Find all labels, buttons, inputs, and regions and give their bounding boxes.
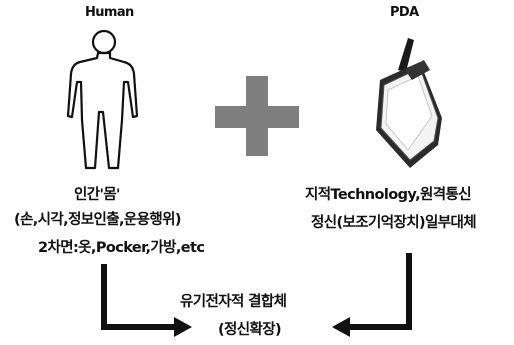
pda-title: PDA — [390, 5, 419, 20]
human-line-3: 2차면:옷,Pocker,가방,etc — [38, 236, 204, 257]
human-line-2: (손,시각,정보인출,운용행위) — [14, 208, 181, 229]
human-line-1: 인간'몸' — [74, 183, 120, 204]
human-title: Human — [85, 5, 134, 20]
left-arrow-icon — [104, 264, 192, 337]
pda-line-2: 정신(보조기억장치)일부대체 — [311, 211, 476, 232]
plus-sign — [215, 76, 299, 156]
pda-device-icon — [376, 38, 442, 168]
right-arrow-icon — [332, 253, 409, 337]
result-line-1: 유기전자적 결합체 — [180, 290, 286, 311]
result-line-2: (정신확장) — [218, 318, 281, 339]
human-figure-icon — [68, 31, 137, 168]
pda-line-1: 지적Technology,원격통신 — [305, 183, 471, 204]
